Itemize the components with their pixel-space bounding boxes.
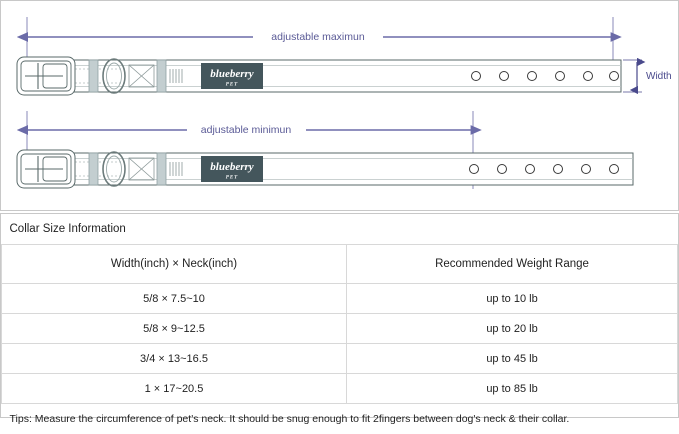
cell-weight: up to 85 lb [347,374,678,404]
cell-size: 5/8 × 7.5~10 [2,284,347,314]
adjustable-minimum-label: adjustable minimun [201,124,292,136]
table-caption: Collar Size Information [2,214,678,245]
cell-size: 1 × 17~20.5 [2,374,347,404]
cell-weight: up to 45 lb [347,344,678,374]
table-tips-row: Tips: Measure the circumference of pet's… [2,404,678,434]
keeper-loop-top-1 [89,60,98,92]
table-row: 5/8 × 9~12.5 up to 20 lb [2,314,678,344]
column-header-size: Width(inch) × Neck(inch) [2,245,347,284]
cell-size: 3/4 × 13~16.5 [2,344,347,374]
keeper-loop-bottom-2 [157,153,166,185]
table-row: 1 × 17~20.5 up to 85 lb [2,374,678,404]
table-row: 5/8 × 7.5~10 up to 10 lb [2,284,678,314]
brand-name-top: blueberry [210,68,254,80]
column-header-weight: Recommended Weight Range [347,245,678,284]
cell-weight: up to 20 lb [347,314,678,344]
table-tips: Tips: Measure the circumference of pet's… [2,404,678,434]
adjustable-maximum-label: adjustable maximun [271,31,365,43]
collar-size-table-panel: Collar Size Information Width(inch) × Ne… [0,213,679,418]
collar-diagram-panel: adjustable maximun [0,0,679,211]
brand-name-bottom: blueberry [210,161,254,173]
keeper-loop-bottom-1 [89,153,98,185]
cell-size: 5/8 × 9~12.5 [2,314,347,344]
brand-sub-bottom: PET [226,176,238,181]
table-row: 3/4 × 13~16.5 up to 45 lb [2,344,678,374]
buckle-bottom [17,150,75,188]
width-label: Width [646,71,672,82]
collar-size-table: Collar Size Information Width(inch) × Ne… [1,214,678,434]
cell-weight: up to 10 lb [347,284,678,314]
table-caption-row: Collar Size Information [2,214,678,245]
keeper-loop-top-2 [157,60,166,92]
buckle-top [17,57,75,95]
brand-sub-top: PET [226,83,238,88]
table-header-row: Width(inch) × Neck(inch) Recommended Wei… [2,245,678,284]
collar-size-guide: adjustable maximun [0,0,679,418]
